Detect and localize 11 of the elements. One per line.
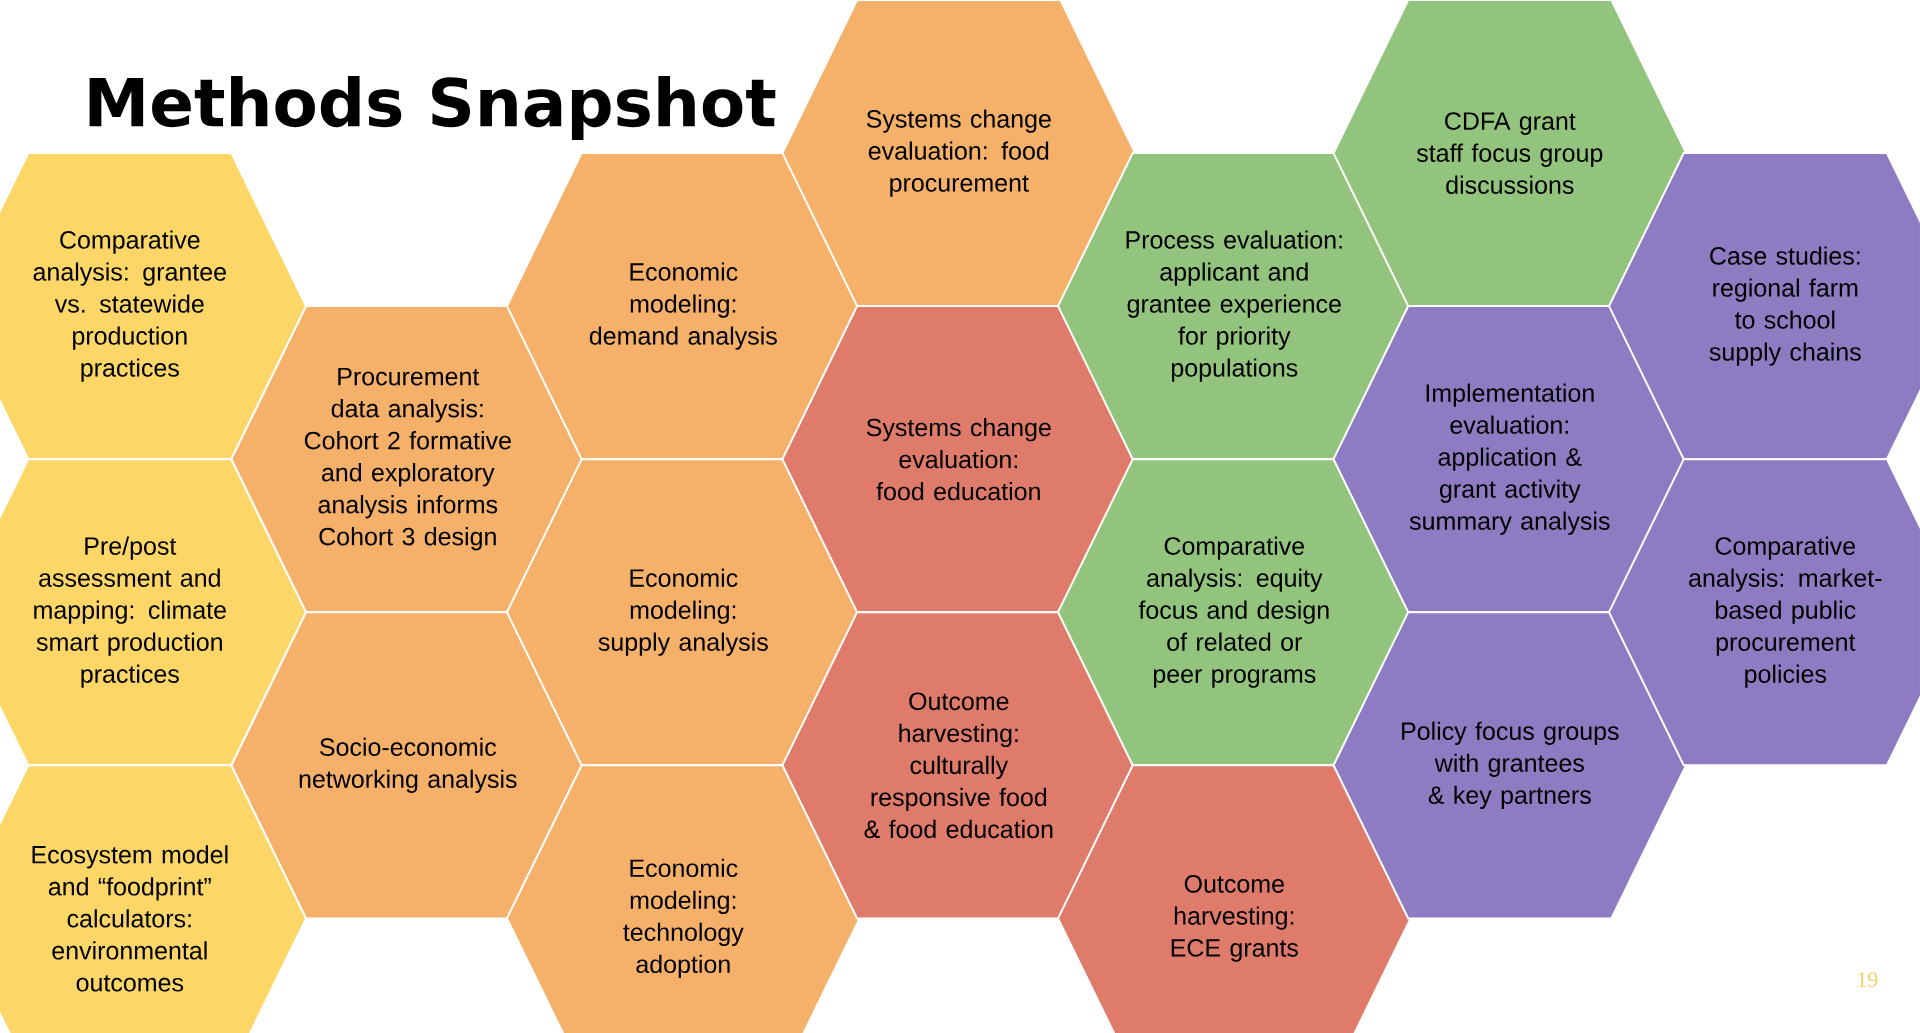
page-number: 19 <box>1858 972 1878 987</box>
hexagon: Procurement data analysis: Cohort 2 formative and exploratory analysis informs Cohort 3 design <box>230 305 586 614</box>
hexagon: Policy focus groups with grantees & key partners <box>1332 611 1688 920</box>
hexagon: Economic modeling: supply analysis <box>505 458 861 767</box>
hexagon: Socio-economic networking analysis <box>230 611 586 920</box>
node-label: Outcome harvesting: ECE grants <box>1171 875 1298 962</box>
title: Methods Snapshot <box>89 76 776 140</box>
hexagon: Pre/post assessment and mapping: climate smart production practices <box>0 458 308 767</box>
hexagon: Outcome harvesting: culturally responsive food & food education <box>781 611 1137 920</box>
node-label: Comparative analysis: market-based public procurement policies <box>1689 536 1882 688</box>
node-label: Economic modeling: technology adoption <box>623 858 744 979</box>
